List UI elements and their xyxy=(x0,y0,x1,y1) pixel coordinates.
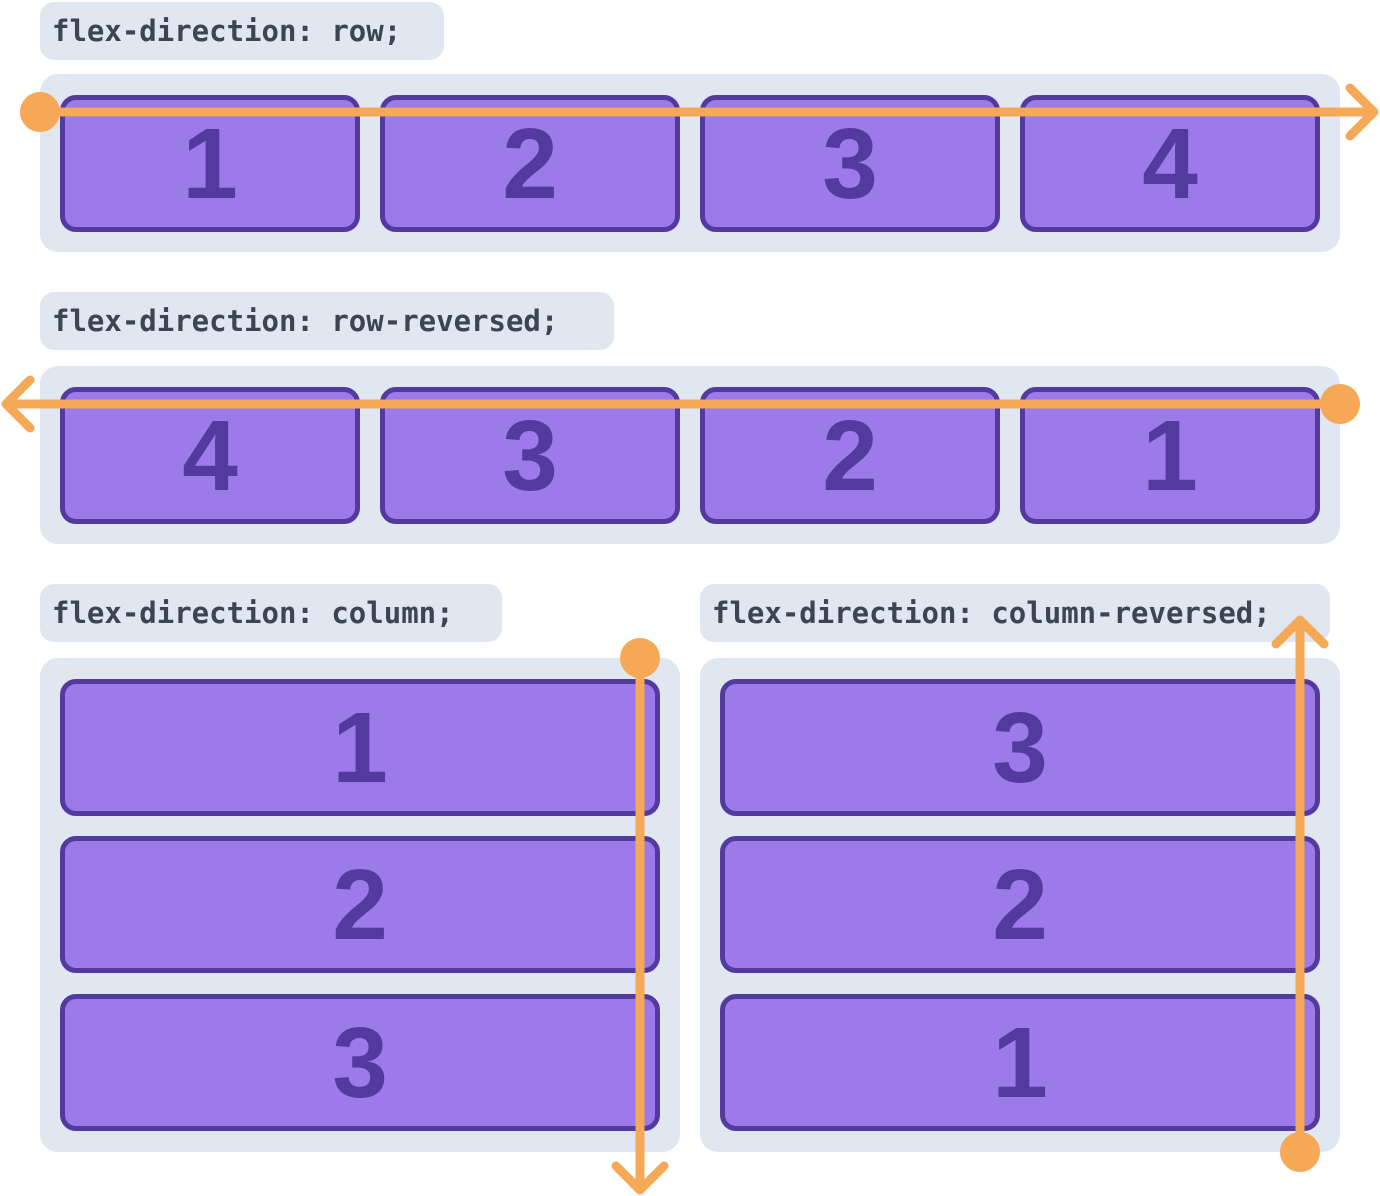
row-reversed-item: 1 xyxy=(1020,387,1320,524)
row-reversed-label: flex-direction: row-reversed; xyxy=(40,292,614,350)
row-item: 2 xyxy=(380,95,680,232)
row-item: 1 xyxy=(60,95,360,232)
row-reversed-item: 2 xyxy=(700,387,1000,524)
row-item: 3 xyxy=(700,95,1000,232)
column-label: flex-direction: column; xyxy=(40,584,502,642)
column-reversed-item: 2 xyxy=(720,836,1320,973)
column-item: 1 xyxy=(60,679,660,816)
row-item: 4 xyxy=(1020,95,1320,232)
column-reversed-label: flex-direction: column-reversed; xyxy=(700,584,1330,642)
column-item: 3 xyxy=(60,994,660,1131)
row-reversed-item: 3 xyxy=(380,387,680,524)
column-reversed-item: 1 xyxy=(720,994,1320,1131)
column-reversed-item: 3 xyxy=(720,679,1320,816)
row-reversed-item: 4 xyxy=(60,387,360,524)
column-item: 2 xyxy=(60,836,660,973)
row-label: flex-direction: row; xyxy=(40,2,444,60)
